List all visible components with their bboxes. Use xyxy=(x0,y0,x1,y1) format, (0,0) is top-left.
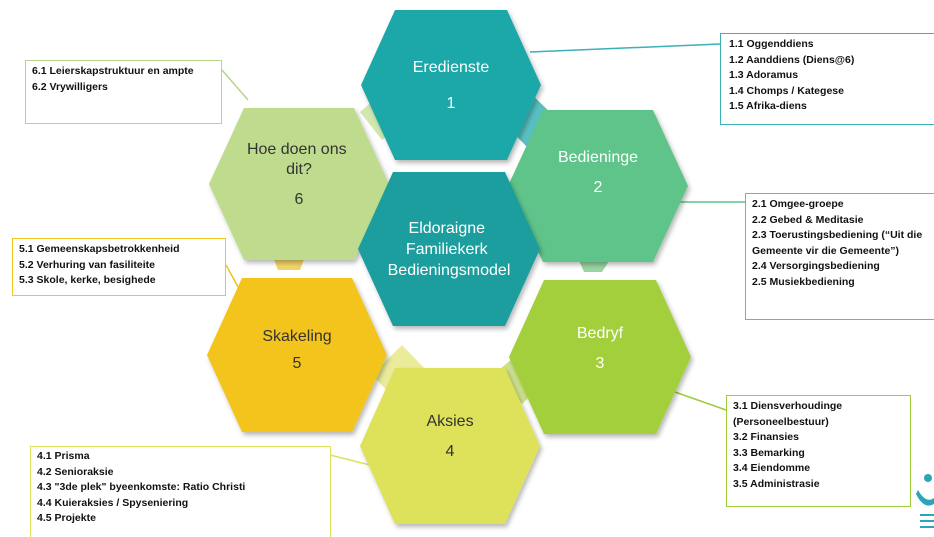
list-item: 2.5 Musiekbediening xyxy=(752,275,855,288)
list-item: 2.2 Gebed & Meditasie xyxy=(752,213,864,226)
hexagon-5-title: Skakeling xyxy=(262,328,331,345)
list-item: 5.1 Gemeenskapsbetrokkenheid xyxy=(19,243,180,255)
hexagon-1-title: Eredienste xyxy=(413,59,490,76)
callout-box-2: 2.1 Omgee-groepe 2.2 Gebed & Meditasie 2… xyxy=(745,193,934,320)
callout-box-6: 6.1 Leierskapstruktuur en ampte 6.2 Vryw… xyxy=(25,60,222,124)
hexagon-2-number: 2 xyxy=(594,179,603,196)
hexagon-5-number: 5 xyxy=(293,355,302,372)
callout-box-5: 5.1 Gemeenskapsbetrokkenheid 5.2 Verhuri… xyxy=(12,238,226,296)
list-item: 1.3 Adoramus xyxy=(729,69,799,81)
hexagon-6-shape xyxy=(209,108,389,260)
list-item: 3.3 Bemarking xyxy=(733,446,805,459)
hexagon-2-title: Bedieninge xyxy=(558,149,638,166)
list-item: 3.2 Finansies xyxy=(733,431,799,443)
list-item: 5.2 Verhuring van fasiliteite xyxy=(19,258,155,271)
list-item: 4.2 Senioraksie xyxy=(37,465,114,478)
list-item: 1.1 Oggenddiens xyxy=(729,38,814,50)
list-item: 5.3 Skole, kerke, besighede xyxy=(19,274,156,286)
hexagon-3-title: Bedryf xyxy=(577,325,624,342)
list-item: 1.5 Afrika-diens xyxy=(729,100,807,112)
hexagon-2-shape xyxy=(508,110,688,262)
hexagon-4: Aksies 4 xyxy=(360,368,540,524)
list-item: 2.3 Toerustingsbediening (“Uit die Gemee… xyxy=(752,229,923,257)
hexagon-3: Bedryf 3 xyxy=(509,280,691,434)
hexagon-6: Hoe doen ons dit? 6 xyxy=(209,108,389,260)
center-hexagon-shape xyxy=(358,172,540,326)
callout-line-3 xyxy=(674,391,727,411)
list-item: 3.4 Eiendomme xyxy=(733,462,811,474)
hexagon-3-shape xyxy=(509,280,691,434)
hexagon-1-number: 1 xyxy=(447,95,456,112)
callout-line-6 xyxy=(221,69,249,101)
list-item: 2.1 Omgee-groepe xyxy=(752,198,844,210)
callout-box-3: 3.1 Diensverhoudinge (Personeelbestuur) … xyxy=(726,395,911,507)
hexagon-1-shape xyxy=(361,10,541,160)
list-item: 4.5 Projekte xyxy=(37,512,96,524)
hexagon-5: Skakeling 5 xyxy=(207,278,387,432)
list-item: 3.5 Administrasie xyxy=(733,477,820,490)
hexagon-4-title: Aksies xyxy=(426,413,473,430)
callout-line-1 xyxy=(529,43,721,53)
list-item: 1.2 Aanddiens (Diens@6) xyxy=(729,53,855,66)
hexagon-1: Eredienste 1 xyxy=(361,10,541,160)
list-item: 2.4 Versorgingsbediening xyxy=(752,260,880,272)
hexagon-6-title: Hoe doen ons dit? xyxy=(247,141,351,178)
hexagon-4-shape xyxy=(360,368,540,524)
hexagon-2: Bedieninge 2 xyxy=(508,110,688,262)
list-item: 6.2 Vrywilligers xyxy=(32,80,108,93)
callout-box-4: 4.1 Prisma 4.2 Senioraksie 4.3 "3de plek… xyxy=(30,446,331,537)
center-hexagon-title: Eldoraigne Familiekerk Bedieningsmodel xyxy=(388,220,511,279)
hexagon-5-shape xyxy=(207,278,387,432)
list-item: 4.1 Prisma xyxy=(37,450,90,462)
callout-line-4 xyxy=(329,454,371,466)
list-item: 4.4 Kuieraksies / Spyseniering xyxy=(37,496,189,509)
hexagon-3-number: 3 xyxy=(596,355,605,372)
center-hexagon: Eldoraigne Familiekerk Bedieningsmodel xyxy=(358,172,540,326)
list-item: 3.1 Diensverhoudinge (Personeelbestuur) xyxy=(733,400,843,428)
list-item: 4.3 "3de plek" byeenkomste: Ratio Christ… xyxy=(37,481,246,493)
church-logo xyxy=(912,470,934,537)
list-item: 1.4 Chomps / Kategese xyxy=(729,84,844,97)
hexagon-4-number: 4 xyxy=(446,443,455,460)
list-item: 6.1 Leierskapstruktuur en ampte xyxy=(32,65,194,77)
callout-box-1: 1.1 Oggenddiens 1.2 Aanddiens (Diens@6) … xyxy=(720,33,934,125)
hexagon-6-number: 6 xyxy=(295,191,304,208)
